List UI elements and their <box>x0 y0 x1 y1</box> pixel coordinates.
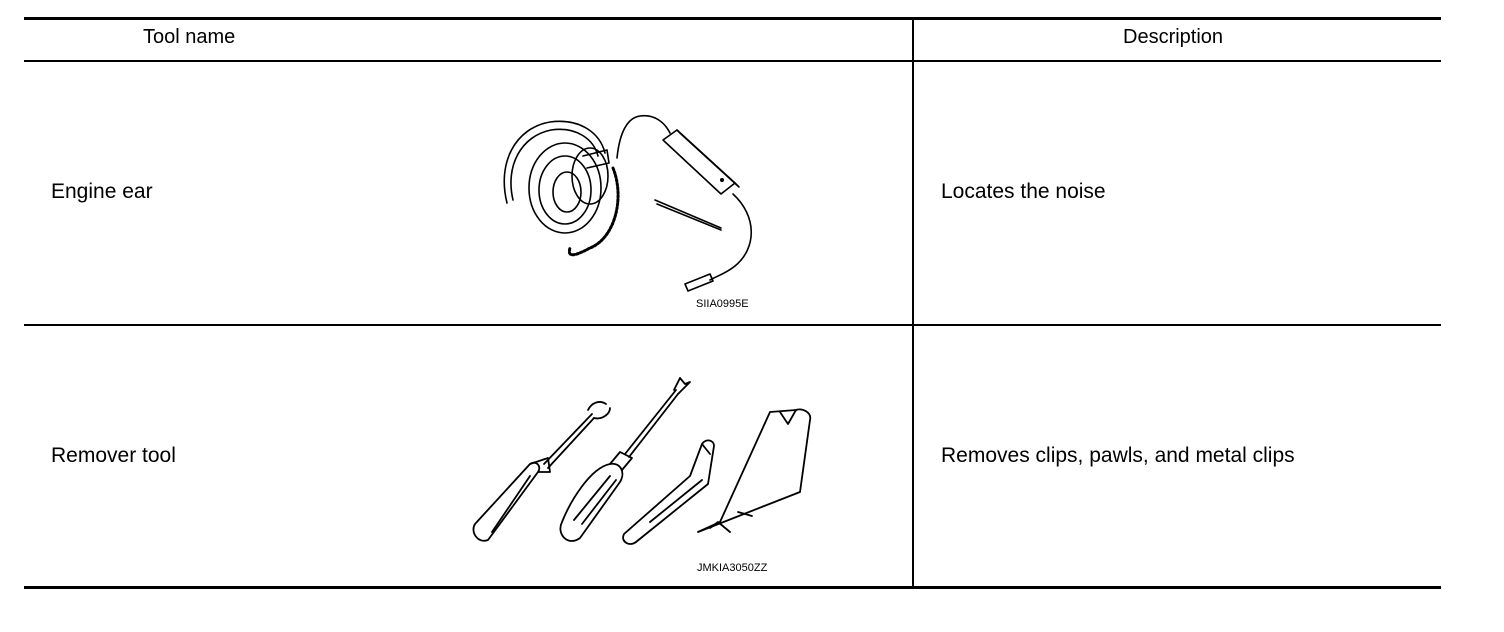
description-cell: Locates the noise <box>941 180 1106 203</box>
header-description: Description <box>1123 26 1224 48</box>
remover-tools-icon <box>470 372 815 557</box>
table-bottom-rule <box>24 586 1441 589</box>
figure-id: JMKIA3050ZZ <box>697 562 768 574</box>
tool-name-cell: Engine ear <box>51 180 153 203</box>
table-top-rule <box>24 17 1441 20</box>
header-tool-name: Tool name <box>143 26 236 48</box>
figure-id: SIIA0995E <box>696 298 749 310</box>
engine-ear-headphones-icon <box>495 108 765 298</box>
tool-name-cell: Remover tool <box>51 444 176 467</box>
header-divider <box>24 60 1441 62</box>
description-cell: Removes clips, pawls, and metal clips <box>941 444 1295 467</box>
row-divider <box>24 324 1441 326</box>
column-divider <box>912 18 914 588</box>
